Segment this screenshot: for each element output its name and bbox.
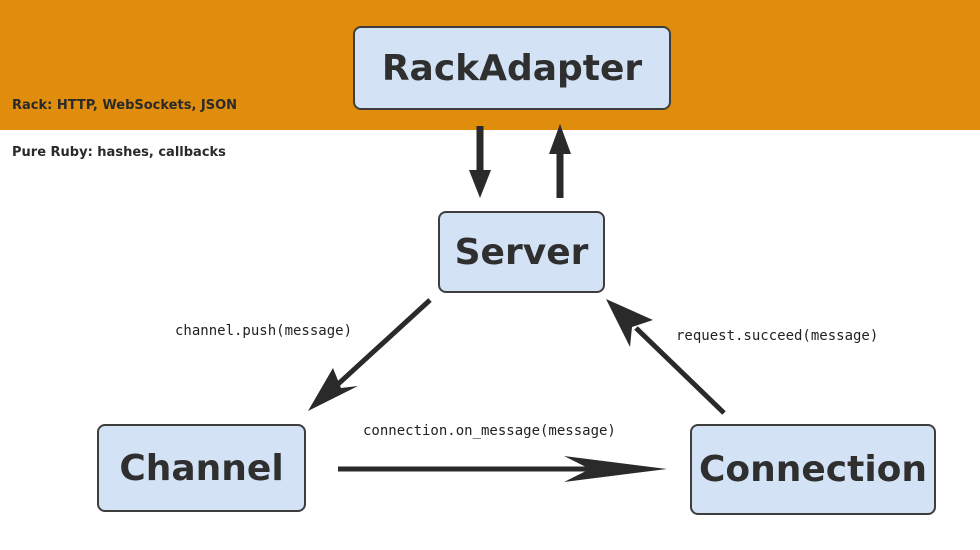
arrow-server-to-channel <box>308 298 432 411</box>
connection-to-server-label: request.succeed(message) <box>676 328 879 344</box>
connection-node: Connection <box>690 424 936 515</box>
arrow-channel-to-connection <box>338 456 667 482</box>
arrow-connection-to-server <box>606 299 726 415</box>
arrow-rackadapter-to-server <box>469 126 491 198</box>
pure-ruby-layer-label: Pure Ruby: hashes, callbacks <box>12 145 226 160</box>
rack-layer-label: Rack: HTTP, WebSockets, JSON <box>12 98 238 113</box>
server-to-channel-label: channel.push(message) <box>175 323 353 339</box>
channel-to-connection-label: connection.on_message(message) <box>363 423 616 439</box>
rack-adapter-node: RackAdapter <box>353 26 671 110</box>
server-node: Server <box>438 211 605 293</box>
arrow-server-to-rackadapter <box>549 124 571 198</box>
channel-node: Channel <box>97 424 306 512</box>
